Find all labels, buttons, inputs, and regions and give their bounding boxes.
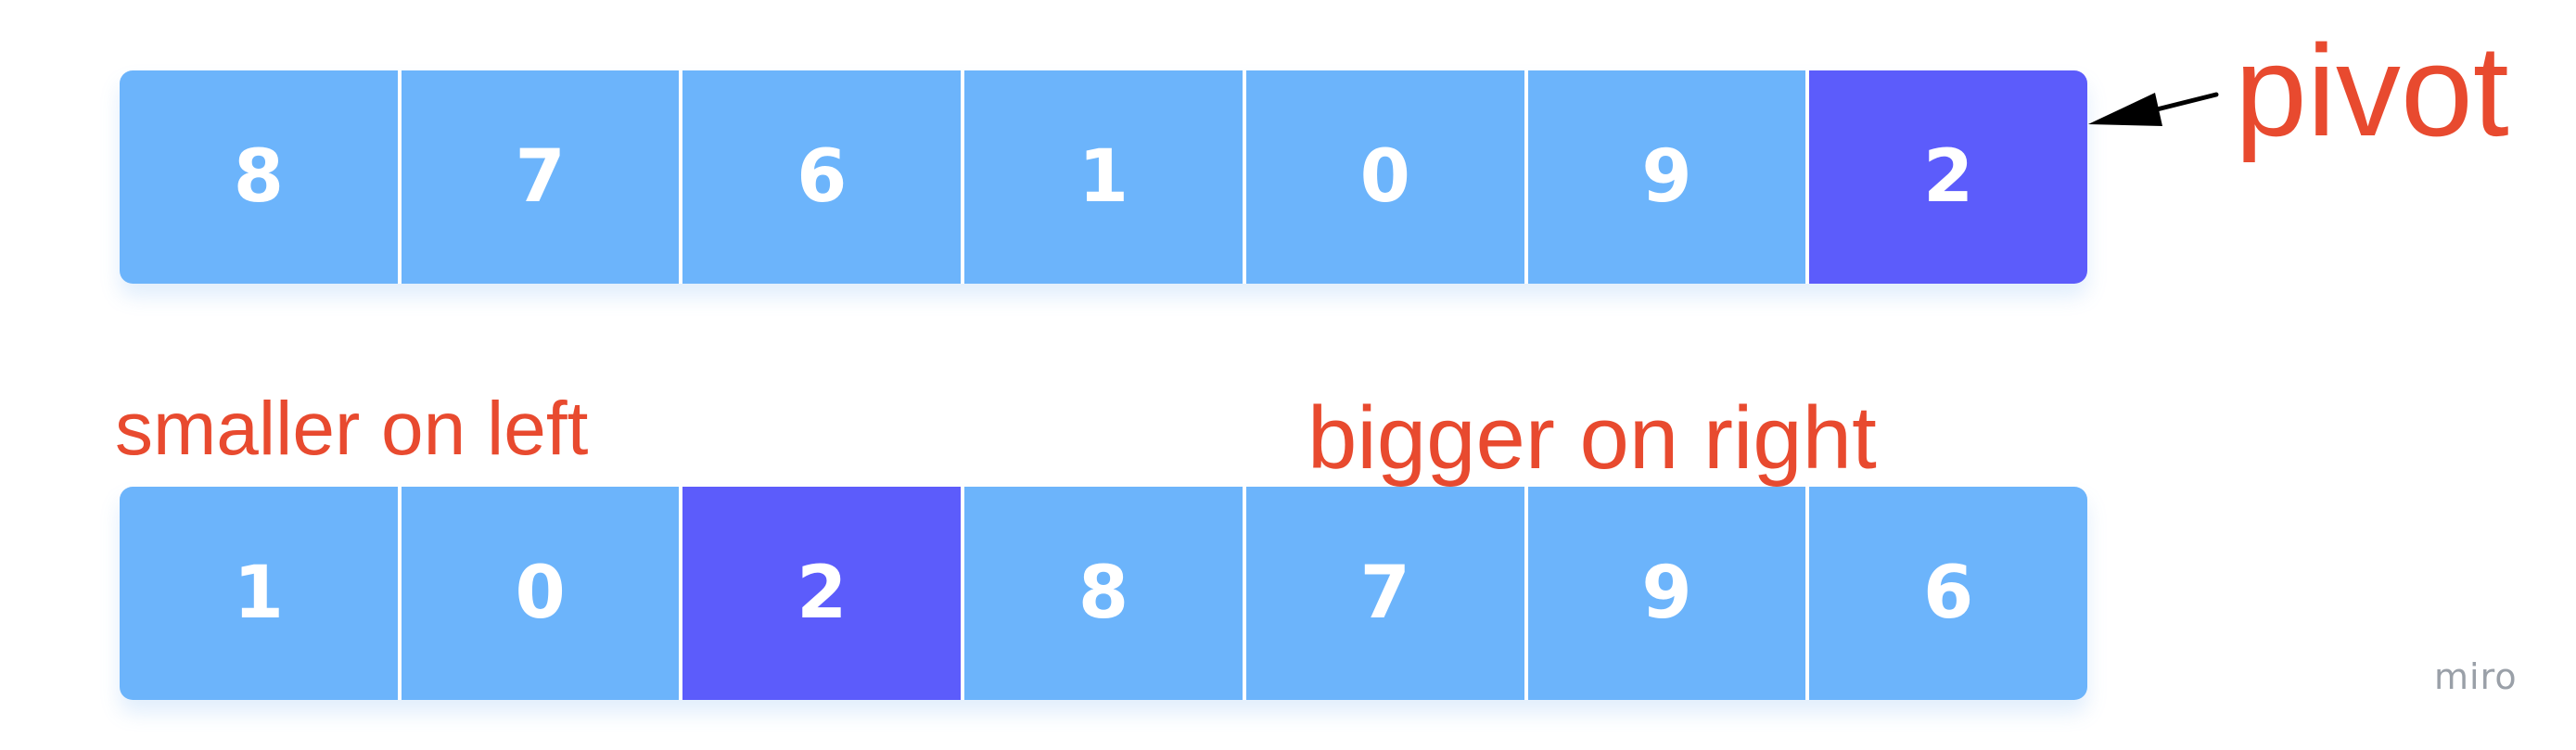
miro-watermark: miro — [2434, 656, 2518, 697]
array-cell: 7 — [1245, 487, 1528, 700]
array-cell: 0 — [401, 487, 683, 700]
array-cell: 9 — [1527, 487, 1810, 700]
bottom-array: 1 0 2 8 7 9 6 — [120, 487, 2087, 700]
array-cell: 6 — [682, 70, 965, 284]
smaller-on-left-label: smaller on left — [115, 387, 589, 471]
top-array: 8 7 6 1 0 9 2 — [120, 70, 2087, 284]
array-cell: 7 — [401, 70, 683, 284]
arrow-left-icon — [2088, 92, 2219, 126]
array-cell: 1 — [120, 487, 402, 700]
bigger-on-right-label: bigger on right — [1307, 388, 1877, 488]
array-cell: 0 — [1245, 70, 1528, 284]
array-cell: 8 — [964, 487, 1246, 700]
array-cell: 6 — [1809, 487, 2087, 700]
pivot-cell: 2 — [682, 487, 965, 700]
pivot-cell: 2 — [1809, 70, 2087, 284]
array-cell: 8 — [120, 70, 402, 284]
array-cell: 9 — [1527, 70, 1810, 284]
array-cell: 1 — [964, 70, 1246, 284]
pivot-label: pivot — [2235, 18, 2509, 163]
